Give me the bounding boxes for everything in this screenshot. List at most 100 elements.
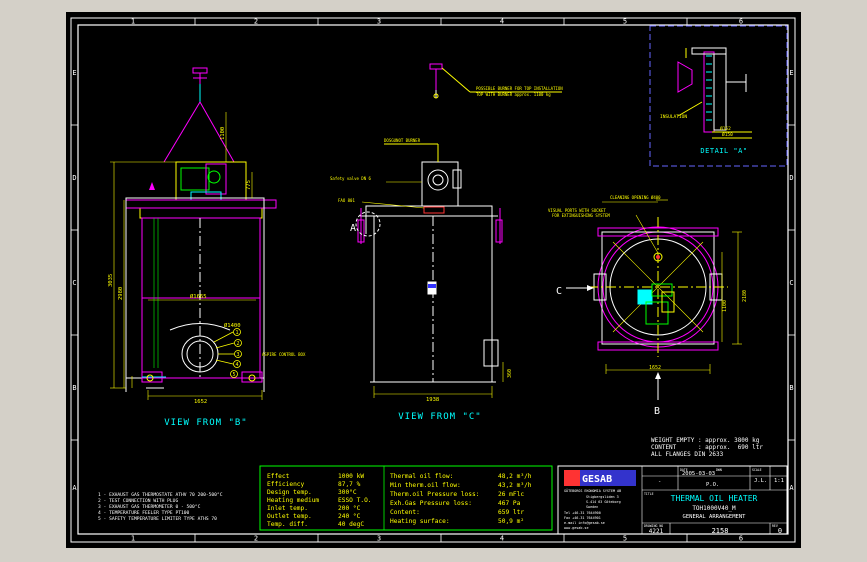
row-label-right-a: A [789,484,794,492]
row-label-left-b: B [72,384,76,392]
detail-a-dim2: Ø150 [722,131,733,138]
spec-left-label-1: Efficiency [267,481,305,488]
view-c-text: DOSGUNOT BURNER POSSIBLE BURNER FOR TOP … [330,86,563,403]
col-label-bottom-1: 1 [131,535,135,543]
drawing-sheet: 1 2 3 4 5 6 1 2 3 4 5 6 E D C B A E D C … [66,12,801,548]
view-b-item-bubbles [213,328,242,378]
drawing-canvas: 1 2 3 4 5 6 1 2 3 4 5 6 E D C B A E D C … [70,17,796,543]
dim-width-top: Ø1665 [190,293,207,300]
view-b-dim-text: 3035 2980 Ø1665 1652 1100 775 Ø1400 ASPI… [108,127,306,405]
row-label-left-a: A [72,484,77,492]
spec-right-label-5: Heating surface: [390,518,450,525]
dim-flange: Ø1400 [224,322,241,329]
dim-side-c: 360 [507,369,513,378]
spec-left-value-2: 300°C [338,488,357,496]
spec-right-value-2: 26 mFlc [498,491,524,498]
dim-height-body: 2980 [118,287,124,300]
col-label-top-1: 1 [131,18,135,26]
col-label-bottom-4: 4 [500,535,504,543]
callout-control-box: ASPIRE CONTROL BOX [262,352,306,357]
head-dwn: DWN [716,468,722,472]
spec-left-labels: Effect Efficiency Design temp. Heating m… [267,473,319,528]
col-label-bottom-6: 6 [739,535,743,543]
address-line-2: Sweden [586,505,598,509]
tb-subtitle: GENERAL ARRANGEMENT [683,514,747,520]
spec-left-label-2: Design temp. [267,489,312,496]
view-c: DOSGUNOT BURNER POSSIBLE BURNER FOR TOP … [330,63,563,422]
row-label-right-d: D [789,174,793,182]
frame [70,17,796,543]
spec-right-label-2: Therm.oil Pressure loss: [390,491,479,498]
tb-cust-no: 4221 [649,528,664,535]
spec-left-label-5: Outlet temp. [267,513,312,520]
spec-right-label-1: Min therm.oil flow: [390,482,461,489]
note-4: 4 - TEMPERATURE FEELER TYPE PT100 [98,510,190,516]
spec-left-value-1: 87,7 % [338,481,361,488]
view-c-dimensions [361,181,504,398]
view-b-dimensions [110,112,263,400]
view-b: 1 2 3 4 5 3035 2980 Ø1665 [108,67,306,428]
top-view-burner [637,283,675,325]
view-b-green-lines [153,218,159,368]
col-label-bottom-5: 5 [623,535,627,543]
dim-width-c: 1938 [426,397,439,403]
detail-a-title: DETAIL "A" [700,147,747,155]
tb-dash: - [658,479,661,485]
dim-inner-top-view: 1100 [722,300,728,312]
view-c-title: VIEW FROM "C" [398,412,481,422]
weight-line-1: WEIGHT EMPTY : approx. 3800 kg [651,437,760,444]
spec-right-value-0: 48,2 m³/h [498,473,532,480]
head-title: TITLE [644,492,654,496]
row-label-right-b: B [789,384,793,392]
view-b-body [125,197,277,392]
company-address: Stigbergsliden 3 S-414 63 Göteborg Swede… [564,495,621,530]
tb-title: THERMAL OIL HEATER [671,494,758,503]
row-label-right-c: C [789,279,793,287]
view-b-item-labels: 1 2 3 4 5 [232,330,239,378]
dim-height-top-view: 2180 [742,290,748,302]
contact-line-3: www.gesab.se [564,526,589,530]
top-view-dimensions [602,199,742,374]
contact-line-2: e-mail info@gesab.se [564,521,605,525]
item-4: 4 [235,362,238,368]
spec-right-labels: Thermal oil flow: Min therm.oil flow: Th… [390,473,479,525]
top-view-text: 1652 2180 1100 CLEANING OPENING Ø400 VIS… [548,195,748,371]
contact-line-1: Fax +46-31 7644901 [564,516,601,520]
spec-left-label-4: Inlet temp. [267,505,308,512]
spec-left-value-5: 240 °C [338,512,361,520]
tb-model: TOH1000V40_M [692,505,736,512]
item-1: 1 [235,330,238,336]
company-logo: GESAB GÖTEBORGS EKONOMIA SYSTEM AB [564,470,636,493]
spec-left-values: 1000 kW 87,7 % 300°C ESSO T.O. 200 °C 24… [338,473,372,528]
legend-notes: 1 - EXHAUST GAS THERMOSTATE ATHV 70 200-… [98,492,223,522]
head-scale: SCALE [752,468,762,472]
view-b-lifting [163,67,235,163]
col-label-top-4: 4 [500,18,504,26]
spec-right-label-0: Thermal oil flow: [390,473,453,480]
col-label-top-2: 2 [254,18,258,26]
row-label-left-d: D [72,174,76,182]
view-c-body [355,205,503,383]
detail-a-ref: A [350,223,356,234]
tb-scale: 1:1 [774,478,784,484]
top-view-shell [588,217,728,357]
head-date: DATE [680,468,688,472]
spec-right-value-4: 659 ltr [498,509,524,516]
col-label-bottom-3: 3 [377,535,381,543]
top-view: 1652 2180 1100 CLEANING OPENING Ø400 VIS… [548,195,748,417]
spec-left-value-3: ESSO T.O. [338,497,372,504]
tb-drawing-no: 2158 [712,527,729,535]
contact-line-0: Tel +46-31 7644900 [564,511,601,515]
item-5: 5 [232,372,235,378]
row-label-right-e: E [789,69,793,77]
callout-flange: FAO 801 [338,198,355,203]
spec-left-label-3: Heating medium [267,497,319,504]
title-block: GESAB GÖTEBORGS EKONOMIA SYSTEM AB Stigb… [557,465,788,535]
dim-height-total: 3035 [108,274,114,287]
frame-ticks [71,18,795,542]
note-2: 2 - TEST CONNECTION WITH PLUG [98,498,178,504]
title-block-values: 2005-03-03 - P.O. J.L. 1:1 [658,471,784,488]
spec-right-value-5: 50,9 m² [498,518,524,525]
tb-date: 2005-03-03 [682,471,715,477]
view-c-lifting [429,63,562,99]
